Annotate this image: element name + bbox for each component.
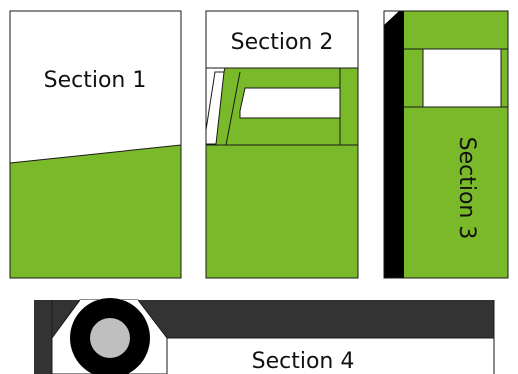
section-2-label: Section 2 [231, 30, 334, 55]
section-3-corner-wedge [384, 11, 399, 25]
section-3-window [422, 48, 502, 108]
section-2-frame-divider [225, 71, 241, 146]
section-1-outline [9, 10, 182, 279]
section-3-outline [383, 10, 509, 279]
section-1-green-fill [10, 145, 181, 278]
section-3-black-strip [384, 11, 404, 278]
section-3-label: Section 3 [454, 137, 479, 240]
section-2-panel: Section 2 [205, 10, 359, 279]
section-4-left-strip [34, 338, 52, 374]
section-1-label: Section 1 [44, 68, 147, 93]
section-1-panel: Section 1 [9, 10, 182, 279]
section-2-window-strip [205, 71, 225, 145]
section-4-hub [90, 318, 130, 358]
section-2-door-body [206, 145, 358, 278]
section-2-outline [205, 10, 359, 279]
section-2-window-opening [239, 87, 341, 119]
section-3-panel: Section 3 [383, 10, 509, 279]
section-1-slope-line [9, 144, 182, 164]
section-4-label: Section 4 [252, 349, 355, 374]
section-4-panel: Section 4 [34, 298, 495, 374]
